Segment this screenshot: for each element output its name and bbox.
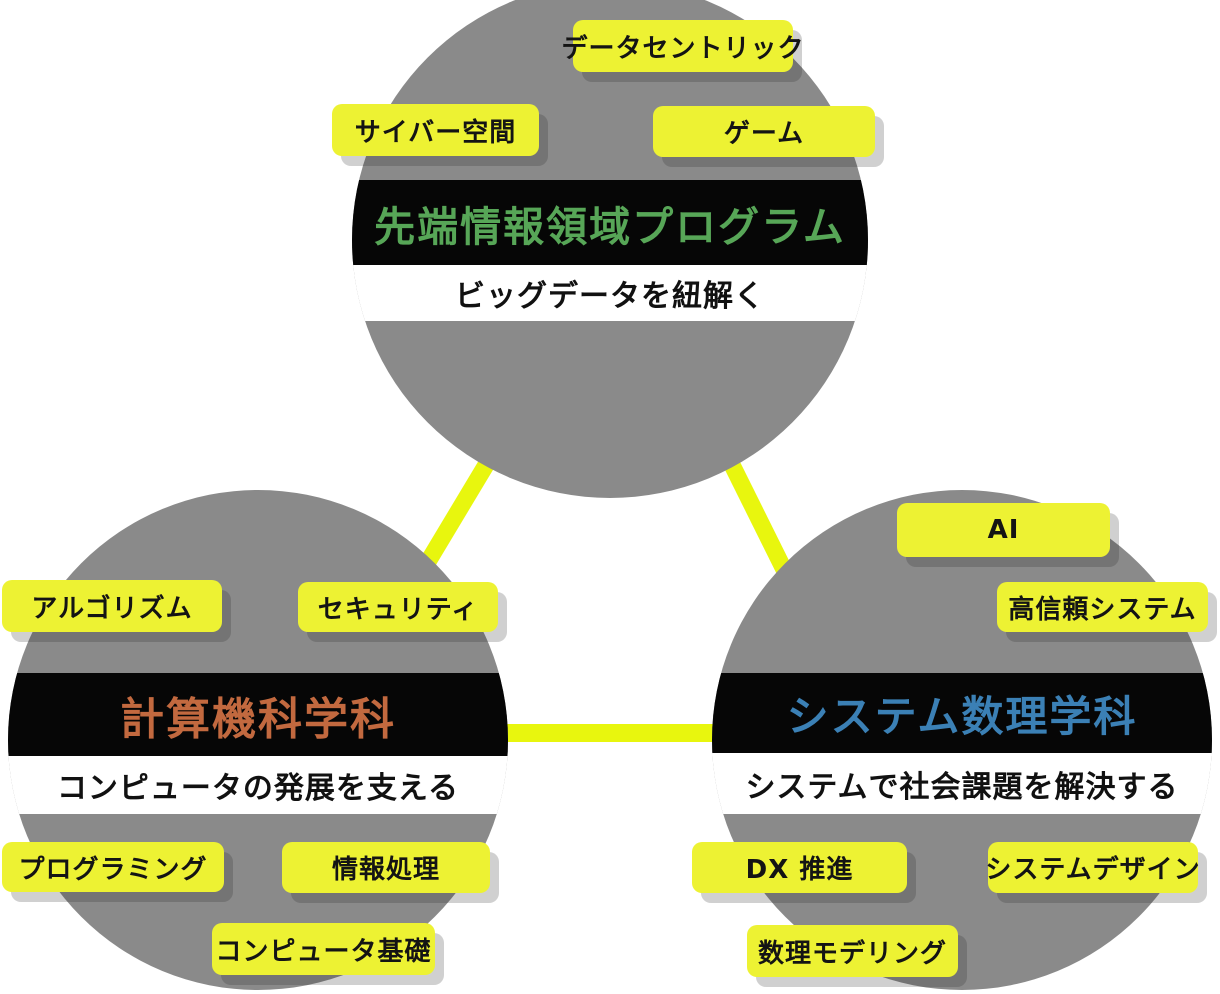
keyword-tag: 情報処理 [282, 842, 490, 893]
department-subtitle: ビッグデータを紐解く [455, 279, 765, 314]
circle-advanced-information-program: 先端情報領域プログラムビッグデータを紐解く [352, 0, 868, 498]
subtitle-band-computer-science-department: コンピュータの発展を支える [8, 756, 508, 814]
keyword-tag: AI [897, 503, 1110, 557]
department-title: システム数理学科 [786, 691, 1138, 741]
subtitle-band-system-mathematics-department: システムで社会課題を解決する [712, 753, 1212, 814]
title-band-computer-science-department: 計算機科学科 [8, 673, 508, 756]
department-subtitle: システムで社会課題を解決する [745, 769, 1179, 805]
keyword-tag: 数理モデリング [747, 925, 958, 977]
department-title: 先端情報領域プログラム [374, 202, 846, 251]
keyword-tag: サイバー空間 [332, 104, 539, 156]
circle-system-mathematics-department: システム数理学科システムで社会課題を解決する [712, 490, 1212, 990]
keyword-tag: DX 推進 [692, 842, 907, 893]
title-band-system-mathematics-department: システム数理学科 [712, 673, 1212, 753]
keyword-tag: アルゴリズム [2, 580, 222, 632]
keyword-tag: 高信頼システム [997, 582, 1208, 632]
circle-computer-science-department: 計算機科学科コンピュータの発展を支える [8, 490, 508, 990]
keyword-tag: コンピュータ基礎 [212, 923, 435, 975]
keyword-tag: ゲーム [653, 106, 875, 157]
department-subtitle: コンピュータの発展を支える [56, 771, 460, 806]
department-title: 計算機科学科 [120, 693, 396, 745]
title-band-advanced-information-program: 先端情報領域プログラム [352, 180, 868, 265]
keyword-tag: データセントリック [562, 20, 804, 72]
keyword-tag: プログラミング [2, 842, 224, 892]
subtitle-band-advanced-information-program: ビッグデータを紐解く [352, 265, 868, 321]
keyword-tag: セキュリティ [298, 582, 498, 632]
keyword-tag: システムデザイン [985, 842, 1200, 893]
